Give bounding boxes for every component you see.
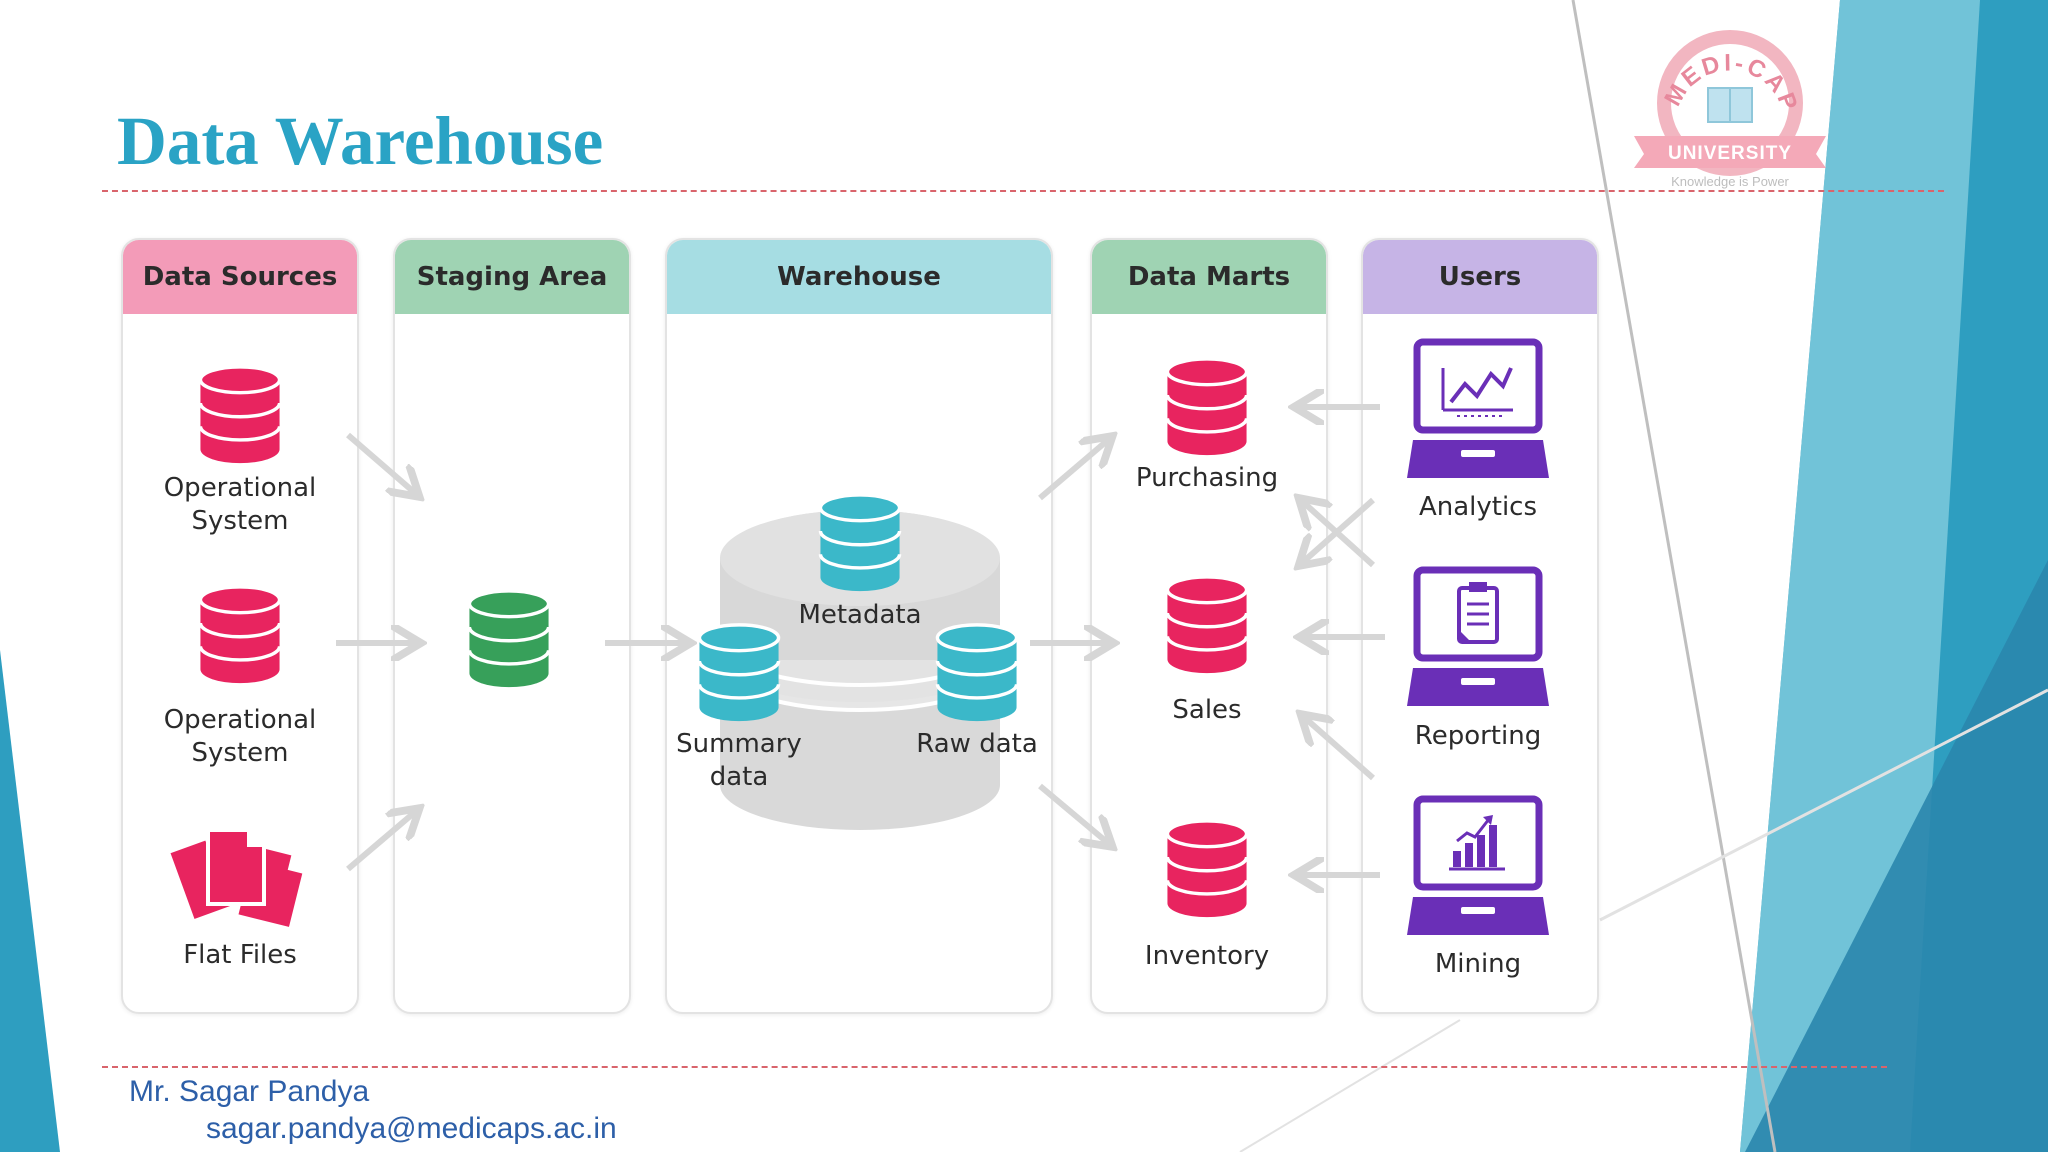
- arrow-warehouse-to-purchasing: [1038, 440, 1108, 501]
- reporting-laptop-icon: [1407, 566, 1549, 706]
- inventory-db-icon: [1165, 819, 1249, 918]
- slide-title: Data Warehouse: [117, 103, 604, 179]
- footer-email: sagar.pandya@medicaps.ac.in: [206, 1112, 617, 1145]
- source-label-2: Operational System: [163, 705, 317, 768]
- logo-banner: UNIVERSITY: [1668, 143, 1792, 164]
- metadata-db-icon: [818, 493, 902, 592]
- source-label-1: Operational System: [163, 473, 317, 536]
- mart-label-sales: Sales: [1172, 695, 1242, 725]
- mart-label-inventory: Inventory: [1144, 941, 1270, 971]
- footer-author: Mr. Sagar Pandya: [129, 1075, 370, 1108]
- warehouse-label-metadata: Metadata: [798, 600, 922, 630]
- flat-files-icon: [165, 828, 307, 932]
- user-label-analytics: Analytics: [1418, 492, 1538, 522]
- user-label-reporting: Reporting: [1414, 721, 1542, 751]
- diagonal-line-2: [1599, 688, 2048, 922]
- bottom-divider: [102, 1066, 1887, 1068]
- user-label-mining: Mining: [1434, 949, 1522, 979]
- staging-db-icon: [467, 589, 551, 688]
- column-staging-area: Staging Area: [393, 238, 631, 1014]
- purchasing-db-icon: [1165, 357, 1249, 456]
- logo-tagline: Knowledge is Power: [1671, 174, 1789, 189]
- diagonal-line-3: [1239, 1019, 1461, 1152]
- sales-db-icon: [1165, 575, 1249, 674]
- column-header-users: Users: [1363, 240, 1597, 314]
- column-header-data-marts: Data Marts: [1092, 240, 1326, 314]
- column-header-staging-area: Staging Area: [395, 240, 629, 314]
- mart-label-purchasing: Purchasing: [1135, 463, 1279, 493]
- arrow-analytics-to-sales: [1303, 497, 1375, 562]
- diagonal-line-1: [1571, 0, 1777, 1152]
- warehouse-label-summary: Summary data: [676, 729, 802, 792]
- operational-system-1-db-icon: [198, 365, 282, 464]
- analytics-laptop-icon: [1407, 338, 1549, 478]
- summary-data-db-icon: [697, 623, 781, 722]
- arrow-source1-to-staging: [346, 432, 415, 493]
- arrow-warehouse-to-inventory: [1038, 783, 1108, 843]
- operational-system-2-db-icon: [198, 585, 282, 684]
- arrow-mining-to-sales: [1305, 718, 1375, 781]
- bottom-right-triangle: [1745, 560, 2048, 1152]
- left-teal-wedge: [0, 650, 60, 1152]
- column-header-data-sources: Data Sources: [123, 240, 357, 314]
- source-label-3: Flat Files: [183, 940, 297, 970]
- column-header-warehouse: Warehouse: [667, 240, 1051, 314]
- arrow-source3-to-staging: [346, 812, 415, 872]
- warehouse-label-raw: Raw data: [916, 729, 1038, 759]
- mining-laptop-icon: [1407, 795, 1549, 935]
- raw-data-db-icon: [935, 623, 1019, 722]
- university-logo: MEDI-CAPS UNIVERSITY Knowledge is Power: [1620, 28, 1826, 189]
- top-divider: [102, 190, 1944, 192]
